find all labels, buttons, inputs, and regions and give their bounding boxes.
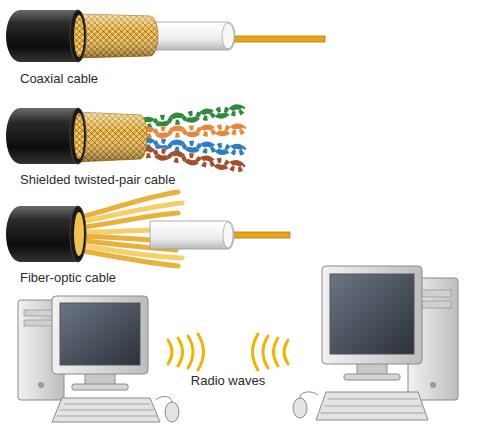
left-computer bbox=[18, 296, 179, 422]
radio-wave-symbols bbox=[168, 334, 288, 370]
cable-label: Coaxial cable bbox=[20, 71, 98, 87]
right-computer bbox=[293, 266, 458, 420]
shielded-twisted-pair-cable bbox=[6, 106, 245, 171]
wireless-label: Radio waves bbox=[191, 373, 265, 389]
cable-label: Fiber-optic cable bbox=[20, 270, 116, 286]
cable-label: Shielded twisted-pair cable bbox=[20, 172, 175, 188]
coaxial-cable bbox=[6, 10, 325, 62]
fiber-optic-cable bbox=[6, 192, 290, 266]
